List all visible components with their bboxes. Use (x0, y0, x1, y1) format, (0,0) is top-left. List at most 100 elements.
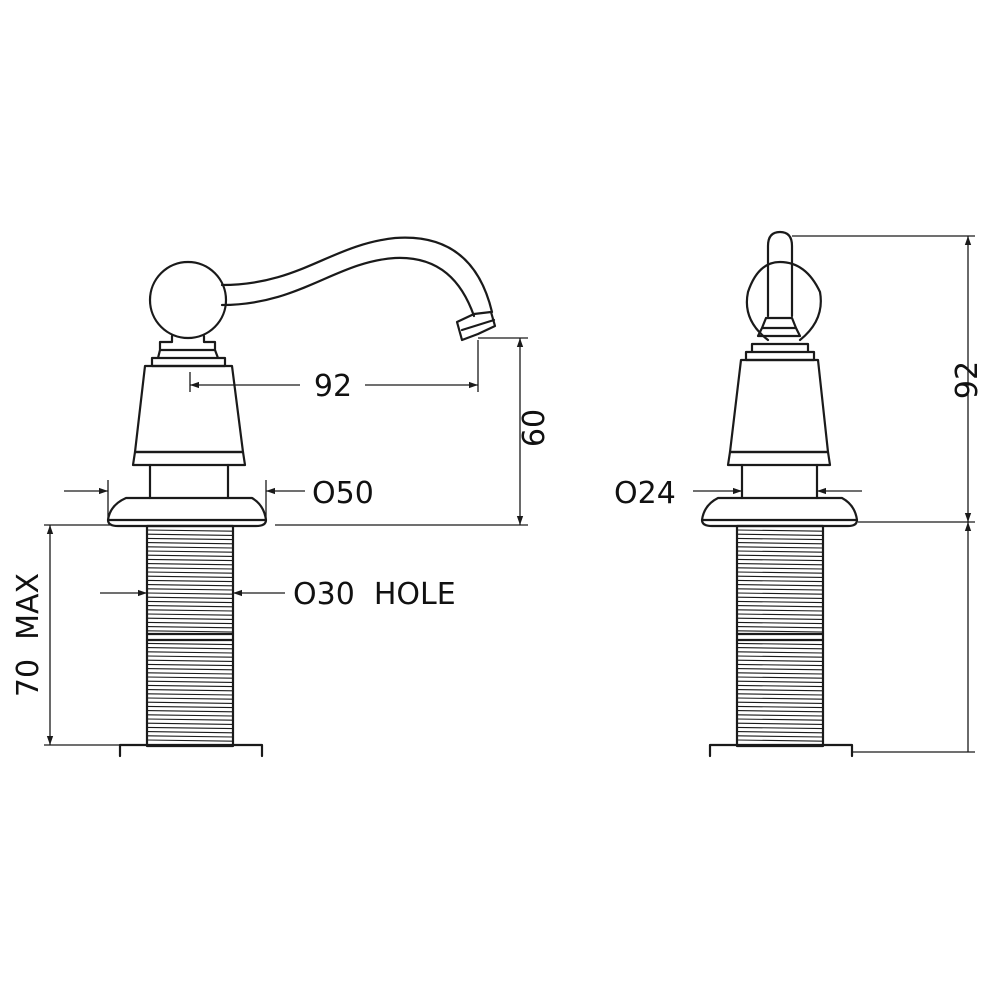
thread-line (146, 529, 234, 532)
thread-line (146, 642, 234, 646)
thread-line (146, 550, 234, 553)
thread-line (736, 735, 824, 738)
dim-max-deck: 70 MAX (11, 573, 46, 697)
thread-line (736, 651, 824, 654)
thread-line (736, 621, 824, 625)
thread-line (146, 693, 234, 696)
thread-line (146, 668, 234, 671)
side-collar (744, 342, 816, 362)
thread-line (736, 588, 824, 591)
thread-line (736, 659, 824, 662)
thread-line (736, 663, 824, 667)
side-body-ring (726, 450, 832, 467)
dim-spout-reach: 92 (314, 369, 352, 404)
thread-line (146, 575, 234, 578)
thread-line (736, 571, 824, 574)
thread-line (736, 558, 824, 562)
thread-line (736, 647, 824, 650)
thread-line (736, 655, 824, 658)
thread-line (736, 705, 824, 709)
thread-line (146, 722, 234, 725)
thread-line (736, 676, 824, 679)
side-base-flange (700, 496, 859, 528)
thread-line (146, 584, 234, 587)
thread-line (146, 533, 234, 536)
thread-line (146, 731, 234, 734)
front-dimensions: 92 60 O50 O30 HOLE 70 MAX (11, 337, 552, 746)
thread-line (146, 596, 234, 599)
thread-line (736, 689, 824, 692)
aerator (455, 310, 497, 342)
thread-line (736, 550, 824, 553)
thread-line (146, 537, 234, 541)
lever (766, 230, 794, 318)
thread-line (736, 726, 824, 730)
thread-line (146, 567, 234, 570)
thread-line (736, 626, 824, 629)
thread-line (146, 689, 234, 692)
thread-line (736, 596, 824, 599)
thread-line (146, 718, 234, 721)
thread-line (736, 533, 824, 536)
thread-line (146, 605, 234, 608)
spout (220, 236, 494, 318)
thread-line (146, 626, 234, 629)
thread-line (146, 579, 234, 583)
dim-total-height: 92 (950, 361, 985, 399)
thread-line (736, 613, 824, 616)
thread-line (146, 630, 234, 633)
thread-line (146, 571, 234, 574)
thread-line (736, 697, 824, 700)
thread-line (146, 655, 234, 658)
thread-line (736, 554, 824, 557)
thread-line (146, 609, 234, 612)
side-threaded-shank (735, 524, 825, 748)
thread-line (146, 705, 234, 709)
thread-line (736, 642, 824, 646)
thread-line (146, 680, 234, 683)
thread-line (736, 630, 824, 633)
handle-disc (745, 260, 822, 342)
thread-line (146, 672, 234, 675)
thread-line (736, 684, 824, 688)
dim-hole-diameter: O30 HOLE (293, 577, 456, 612)
thread-line (736, 718, 824, 721)
thread-line (146, 554, 234, 557)
thread-line (736, 592, 824, 595)
front-view (106, 236, 497, 758)
dim-base-diameter: O50 (312, 476, 374, 511)
thread-line (146, 735, 234, 738)
thread-line (736, 710, 824, 713)
body (133, 364, 245, 454)
thread-line (146, 546, 234, 549)
thread-line (736, 680, 824, 683)
thread-line (146, 726, 234, 730)
shank-threads (146, 529, 234, 742)
thread-line (146, 617, 234, 620)
threaded-shank (145, 524, 235, 748)
thread-line (146, 600, 234, 604)
side-dimensions: O24 92 (614, 235, 985, 753)
thread-line (146, 684, 234, 688)
dim-body-diameter: O24 (614, 476, 676, 511)
thread-line (146, 710, 234, 713)
base-flange (106, 496, 268, 528)
side-body (728, 358, 830, 454)
thread-line (146, 739, 234, 742)
thread-line (736, 672, 824, 675)
thread-line (146, 714, 234, 717)
thread-line (146, 563, 234, 566)
thread-line (736, 701, 824, 704)
thread-line (736, 546, 824, 549)
thread-line (736, 584, 824, 587)
back-nut (118, 743, 264, 758)
dim-spout-height: 60 (517, 409, 552, 447)
thread-line (736, 617, 824, 620)
thread-line (736, 722, 824, 725)
thread-line (736, 609, 824, 612)
thread-line (146, 588, 234, 591)
thread-line (736, 529, 824, 532)
thread-line (736, 731, 824, 734)
thread-line (146, 663, 234, 667)
